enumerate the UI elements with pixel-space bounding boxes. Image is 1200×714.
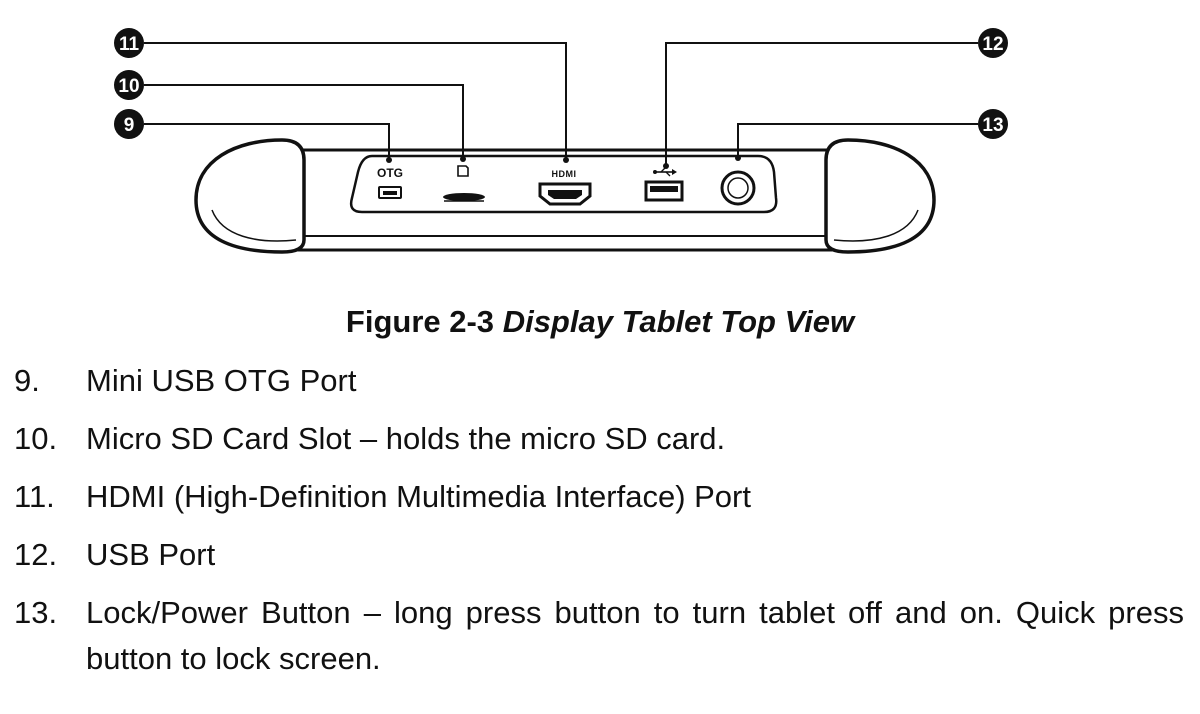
tablet-top-view-diagram: OTG HDMI bbox=[114, 28, 1008, 254]
figure-caption: Figure 2-3 Display Tablet Top View bbox=[0, 304, 1200, 340]
leader-line-13 bbox=[737, 123, 978, 158]
legend-item-number: 12. bbox=[14, 537, 58, 572]
legend-item-number: 10. bbox=[14, 421, 58, 456]
otg-port: OTG bbox=[377, 166, 403, 199]
left-bumper bbox=[194, 138, 306, 254]
callout-leader-lines bbox=[144, 42, 978, 166]
callout-12: 12 bbox=[978, 28, 1008, 58]
figure-title: Display Tablet Top View bbox=[502, 304, 855, 339]
callout-10-number: 10 bbox=[118, 76, 139, 97]
callout-12-number: 12 bbox=[982, 34, 1003, 55]
legend-item-12: 12. USB Port bbox=[0, 532, 1200, 578]
power-button bbox=[720, 170, 756, 206]
legend-item-number: 9. bbox=[14, 363, 40, 398]
usb-icon bbox=[653, 167, 677, 177]
callout-11-number: 11 bbox=[119, 34, 140, 55]
leader-line-11 bbox=[144, 42, 567, 160]
legend-item-text: Micro SD Card Slot – holds the micro SD … bbox=[86, 421, 726, 456]
legend-item-10: 10. Micro SD Card Slot – holds the micro… bbox=[0, 416, 1200, 462]
sd-card-slot bbox=[443, 165, 485, 202]
callout-9: 9 bbox=[114, 109, 144, 139]
otg-port-label: OTG bbox=[377, 166, 403, 180]
legend-item-13: 13. Lock/Power Button – long press butto… bbox=[0, 590, 1200, 682]
legend-item-number: 11. bbox=[14, 479, 55, 514]
port-legend-list: 9. Mini USB OTG Port 10. Micro SD Card S… bbox=[0, 358, 1200, 694]
callout-10: 10 bbox=[114, 70, 144, 100]
leader-line-10 bbox=[144, 84, 464, 159]
legend-item-text: Lock/Power Button – long press button to… bbox=[86, 595, 1184, 676]
legend-item-11: 11. HDMI (High-Definition Multimedia Int… bbox=[0, 474, 1200, 520]
leader-line-12 bbox=[665, 42, 978, 166]
callout-13: 13 bbox=[978, 109, 1008, 139]
legend-item-9: 9. Mini USB OTG Port bbox=[0, 358, 1200, 404]
figure-number: Figure 2-3 bbox=[345, 304, 495, 339]
callout-9-number: 9 bbox=[124, 115, 135, 136]
legend-item-text: USB Port bbox=[86, 537, 216, 572]
sd-card-icon bbox=[457, 165, 469, 177]
hdmi-port-label: HDMI bbox=[552, 169, 577, 179]
usb-port bbox=[644, 167, 684, 202]
legend-item-text: Mini USB OTG Port bbox=[86, 363, 357, 398]
hdmi-port: HDMI bbox=[538, 169, 592, 206]
right-bumper bbox=[824, 138, 936, 254]
callout-11: 11 bbox=[114, 28, 144, 58]
legend-item-number: 13. bbox=[14, 595, 58, 630]
leader-line-9 bbox=[144, 123, 390, 160]
callout-13-number: 13 bbox=[982, 115, 1003, 136]
legend-item-text: HDMI (High-Definition Multimedia Interfa… bbox=[86, 479, 751, 514]
